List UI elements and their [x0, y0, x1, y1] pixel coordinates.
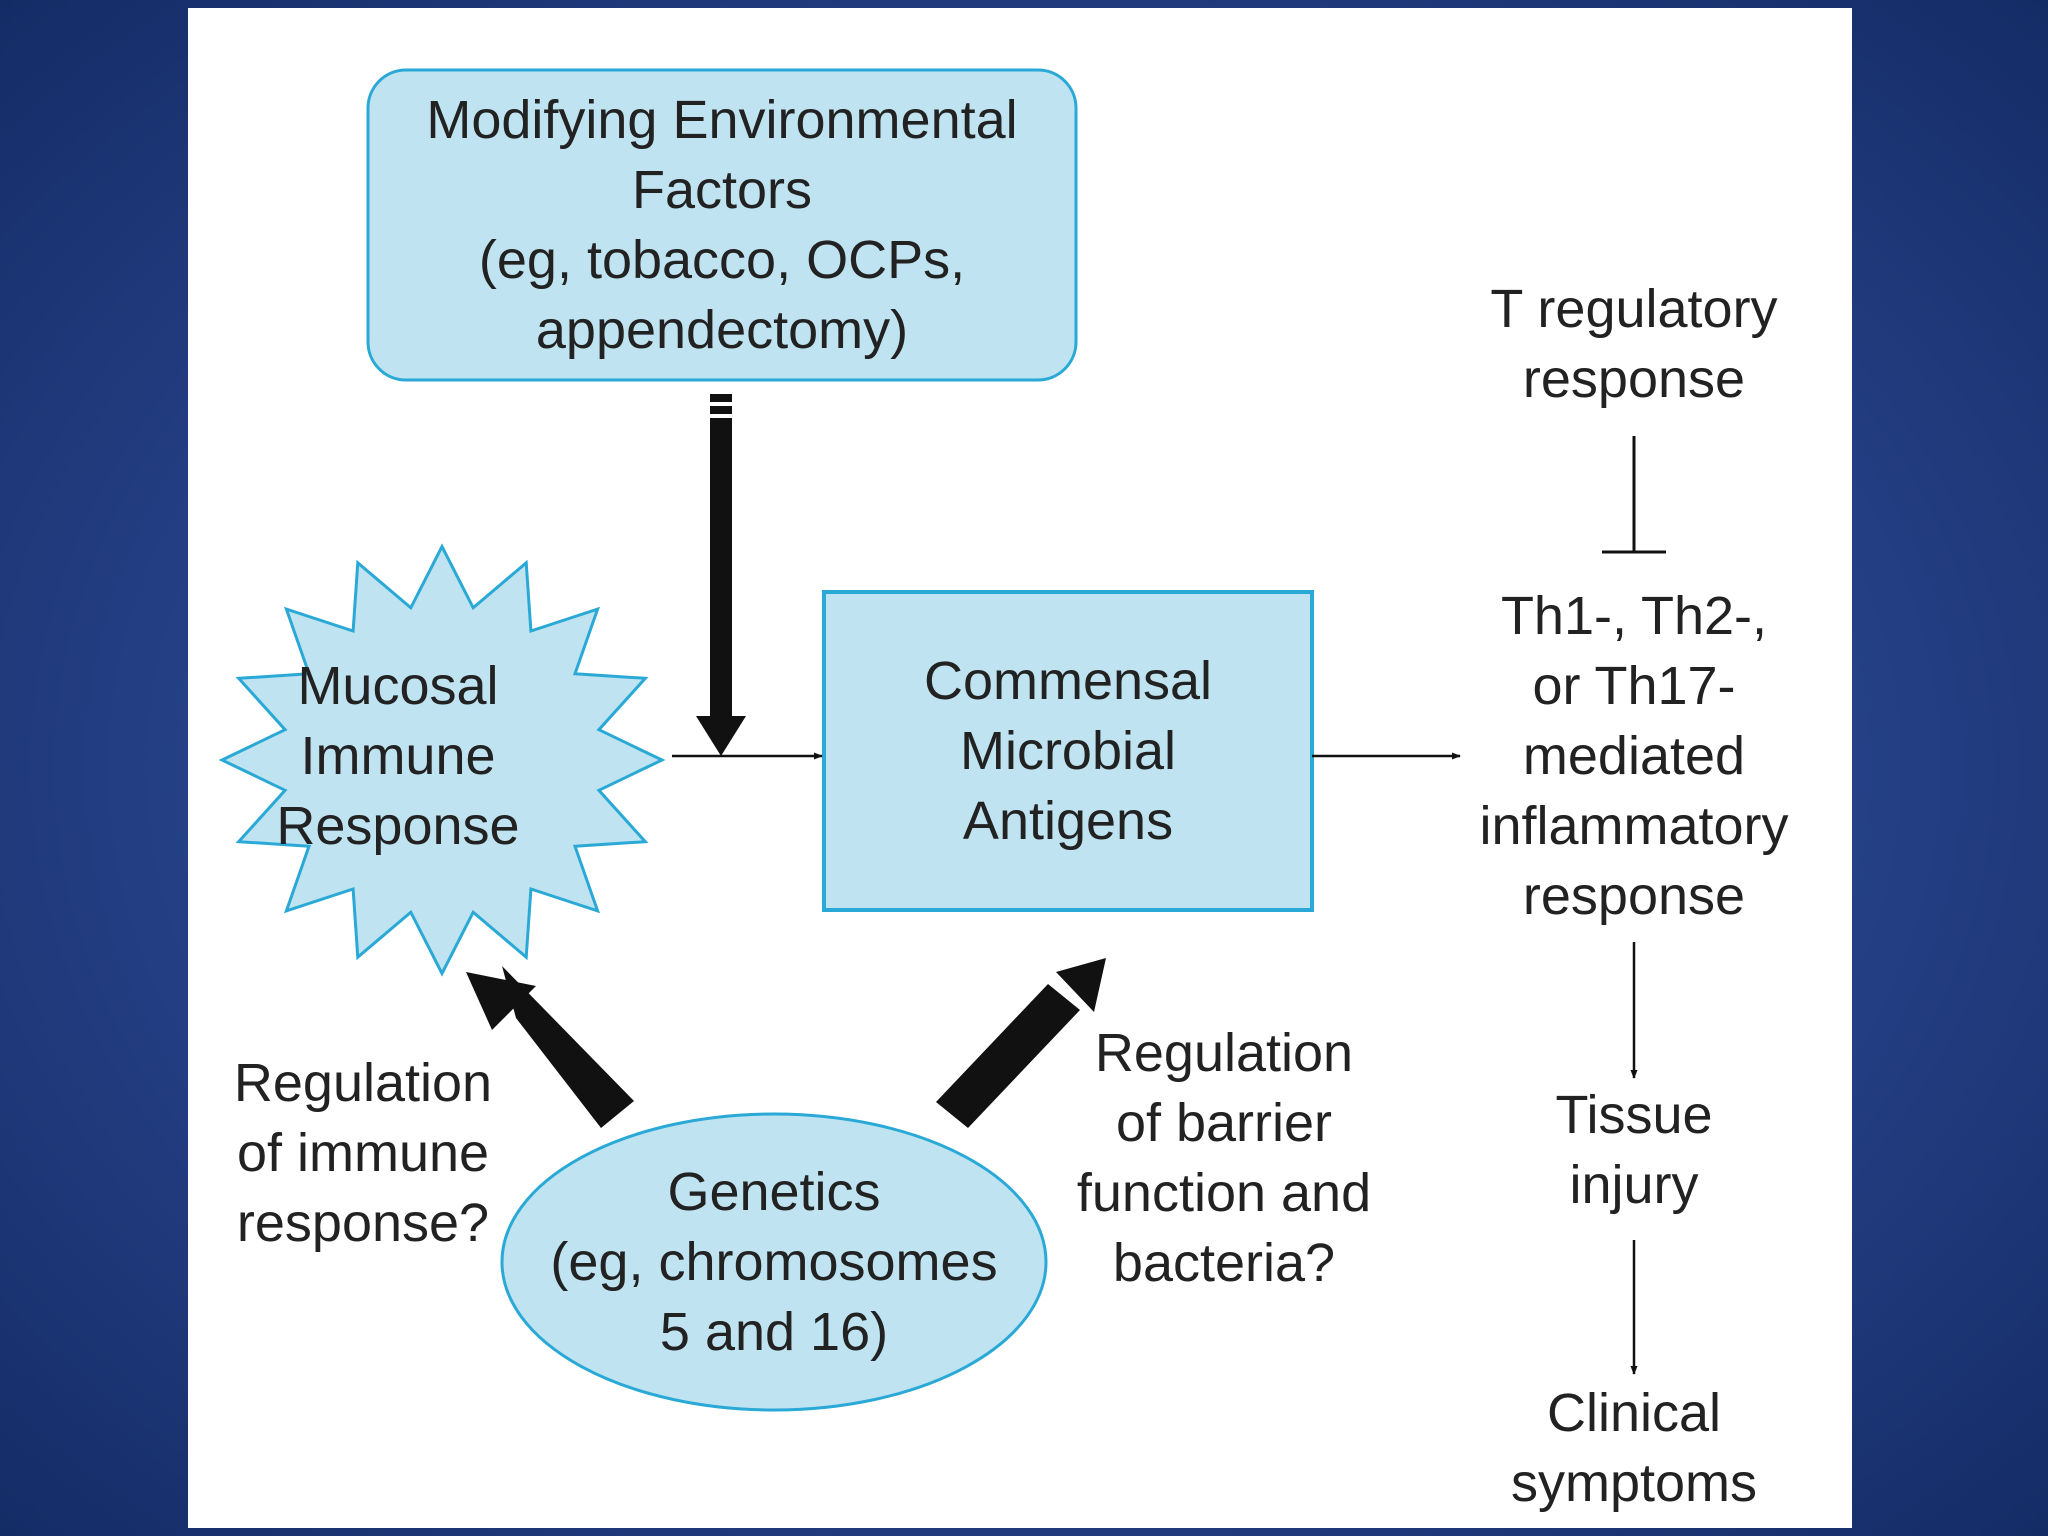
treg-label-1: T regulatory [1490, 279, 1778, 339]
tissue-label-1: Tissue [1555, 1085, 1713, 1145]
genetics-to-commensal-arrow [936, 958, 1106, 1128]
barrier-label-2: of barrier [1115, 1093, 1333, 1153]
environment-arrow [696, 394, 746, 756]
th-label-5: response [1522, 866, 1746, 926]
treg-inhibition [1602, 436, 1666, 554]
immune-label-2: of immune [236, 1123, 490, 1183]
mucosal-label-1: Mucosal [297, 656, 499, 716]
treg-label-2: response [1522, 349, 1746, 409]
commensal-node: Commensal Microbial Antigens [824, 592, 1312, 910]
clinical-label-1: Clinical [1546, 1383, 1722, 1443]
environment-label-3: (eg, tobacco, OCPs, [478, 230, 966, 290]
commensal-label-2: Microbial [959, 721, 1177, 781]
tissue-node: Tissue injury [1454, 1078, 1814, 1222]
environment-label-1: Modifying Environmental [426, 90, 1018, 150]
th-label-2: or Th17- [1532, 656, 1736, 716]
treg-node: T regulatory response [1454, 272, 1814, 416]
th-label-1: Th1-, Th2-, [1500, 586, 1768, 646]
diagram-panel: Modifying Environmental Factors (eg, tob… [188, 8, 1852, 1528]
mucosal-label-3: Response [276, 796, 520, 856]
commensal-box [822, 590, 1314, 912]
barrier-regulation-label: Regulation of barrier function and bacte… [1044, 1018, 1404, 1298]
environment-node: Modifying Environmental Factors (eg, tob… [368, 70, 1076, 380]
genetics-label-3: 5 and 16) [659, 1302, 889, 1362]
th-response-node: Th1-, Th2-, or Th17- mediated inflammato… [1454, 578, 1814, 934]
barrier-label-3: function and [1076, 1163, 1372, 1223]
genetics-label-2: (eg, chromosomes [550, 1232, 998, 1292]
genetics-ellipse [500, 1112, 1048, 1412]
th-label-3: mediated [1522, 726, 1746, 786]
barrier-label-1: Regulation [1094, 1023, 1354, 1083]
clinical-label-2: symptoms [1510, 1453, 1758, 1513]
environment-box [366, 68, 1078, 382]
commensal-label-1: Commensal [923, 651, 1213, 711]
mucosal-label-2: Immune [300, 726, 496, 786]
genetics-label-1: Genetics [667, 1162, 881, 1222]
clinical-node: Clinical symptoms [1454, 1376, 1814, 1520]
tissue-label-2: injury [1569, 1155, 1699, 1215]
genetics-to-mucosal-arrow [502, 966, 634, 1128]
commensal-label-3: Antigens [962, 791, 1174, 851]
th-label-4: inflammatory [1479, 796, 1789, 856]
mucosal-starburst [218, 543, 666, 977]
immune-regulation-label: Regulation of immune response? [208, 1048, 518, 1258]
diagram-graphics [218, 68, 1666, 1412]
environment-label-2: Factors [631, 160, 813, 220]
immune-label-3: response? [236, 1193, 490, 1253]
mucosal-node: Mucosal Immune Response [228, 638, 568, 874]
immune-label-1: Regulation [233, 1053, 493, 1113]
barrier-label-4: bacteria? [1112, 1233, 1336, 1293]
genetics-node: Genetics (eg, chromosomes 5 and 16) [502, 1114, 1046, 1410]
environment-label-4: appendectomy) [535, 300, 909, 360]
